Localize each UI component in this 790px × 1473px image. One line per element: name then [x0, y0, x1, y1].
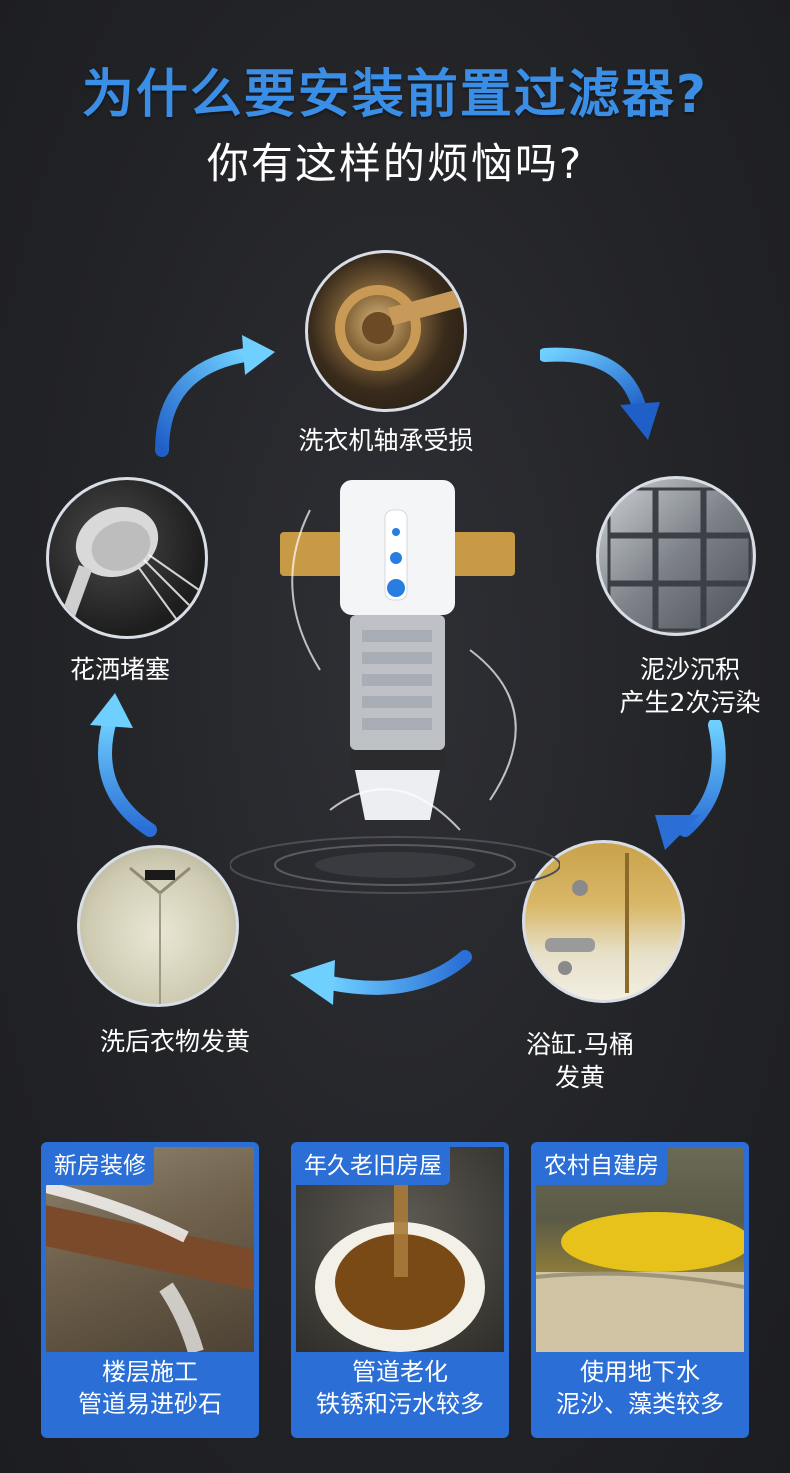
card-desc-line2: 管道易进砂石: [78, 1390, 222, 1418]
clothes-label: 洗后衣物发黄: [99, 1027, 250, 1056]
card-new-house: 新房装修 楼层施工 管道易进砂石: [41, 1142, 259, 1438]
card-tag: 新房装修: [46, 1147, 154, 1185]
yellowed-shirt-image: [77, 845, 239, 1007]
bathtub-label-line2: 发黄: [554, 1063, 605, 1092]
well-water-image: [536, 1147, 744, 1352]
tank-label-line1: 泥沙沉积: [639, 655, 740, 684]
arrow-right: [655, 720, 726, 850]
shower-head-image: [46, 477, 208, 639]
filter-product-image: [229, 470, 561, 910]
card-desc-line2: 铁锈和污水较多: [316, 1390, 484, 1418]
card-old-house: 年久老旧房屋 管道老化 铁锈和污水较多: [291, 1142, 509, 1438]
card-desc-line1: 管道老化: [352, 1358, 448, 1386]
card-desc: 楼层施工 管道易进砂石: [41, 1356, 259, 1420]
arrow-top-left: [155, 335, 275, 457]
card-desc-line1: 楼层施工: [102, 1358, 198, 1386]
card-tag: 农村自建房: [536, 1147, 667, 1185]
card-desc: 管道老化 铁锈和污水较多: [291, 1356, 509, 1420]
arrow-top-right: [540, 347, 660, 440]
water-tank-image: [596, 476, 756, 636]
tank-label-line2: 产生2次污染: [619, 688, 761, 717]
shower-label: 花洒堵塞: [69, 655, 170, 684]
card-desc-line1: 使用地下水: [580, 1358, 700, 1386]
card-rural-house: 农村自建房 使用地下水 泥沙、藻类较多: [531, 1142, 749, 1438]
washer-bearing-image: [305, 250, 467, 412]
page-title: 为什么要安装前置过滤器?: [81, 65, 709, 125]
page-subtitle: 你有这样的烦恼吗?: [206, 139, 584, 188]
bathtub-label-line1: 浴缸.马桶: [526, 1030, 634, 1059]
arrow-bottom: [290, 950, 472, 1005]
arrow-left: [90, 693, 157, 837]
card-desc-line2: 泥沙、藻类较多: [556, 1390, 724, 1418]
card-tag: 年久老旧房屋: [296, 1147, 450, 1185]
card-desc: 使用地下水 泥沙、藻类较多: [531, 1356, 749, 1420]
washer-label: 洗衣机轴承受损: [298, 426, 474, 455]
bathtub-image: [522, 840, 685, 1003]
